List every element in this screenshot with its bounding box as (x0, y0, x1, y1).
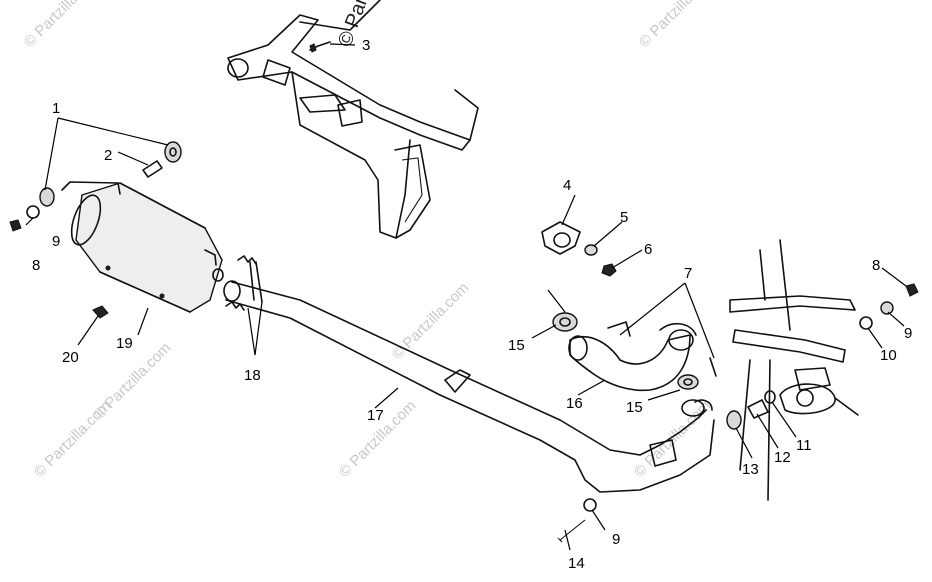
callout-10: 10 (880, 347, 897, 364)
watermark-top-right: © Partzilla.com (636, 0, 719, 51)
callout-5: 5 (620, 209, 628, 226)
watermark-top-left: © Partzilla.com (21, 0, 104, 51)
leader-lines (25, 43, 907, 551)
right-frame (729, 239, 859, 501)
watermark-bottom-left: © Partzilla.com (31, 397, 114, 480)
callout-1: 1 (52, 100, 60, 117)
callout-19: 19 (116, 335, 133, 352)
callout-15-left: 15 (508, 337, 525, 354)
exhaust-pipe (223, 280, 715, 493)
upper-frame (227, 0, 479, 239)
callout-13: 13 (742, 461, 759, 478)
callout-15-right: 15 (626, 399, 643, 416)
callout-9-bottom: 9 (612, 531, 620, 548)
callout-12: 12 (774, 449, 791, 466)
watermark-bottom-right: © Partzilla.com (631, 397, 714, 480)
callout-14: 14 (568, 555, 585, 572)
callout-2: 2 (104, 147, 112, 164)
muffler-hardware (9, 41, 331, 319)
springs (225, 255, 263, 311)
callout-16: 16 (566, 395, 583, 412)
callout-labels: 1 2 3 4 5 6 7 8 8 9 9 9 10 11 12 13 14 1… (32, 37, 912, 572)
callout-7: 7 (684, 265, 692, 282)
callout-18: 18 (244, 367, 261, 384)
flange-hardware (541, 221, 617, 277)
callout-9-left: 9 (52, 233, 60, 250)
callout-17: 17 (367, 407, 384, 424)
callout-6: 6 (644, 241, 652, 258)
callout-20: 20 (62, 349, 79, 366)
watermark-center: © Partzilla.com (389, 279, 472, 362)
right-hardware (557, 283, 919, 543)
muffler (61, 181, 224, 313)
callout-3: 3 (362, 37, 370, 54)
callout-11: 11 (796, 437, 812, 454)
callout-8-right: 8 (872, 257, 880, 274)
header-pipe (552, 312, 717, 417)
callout-4: 4 (563, 177, 571, 194)
callout-8-left: 8 (32, 257, 40, 274)
callout-9-right: 9 (904, 325, 912, 342)
